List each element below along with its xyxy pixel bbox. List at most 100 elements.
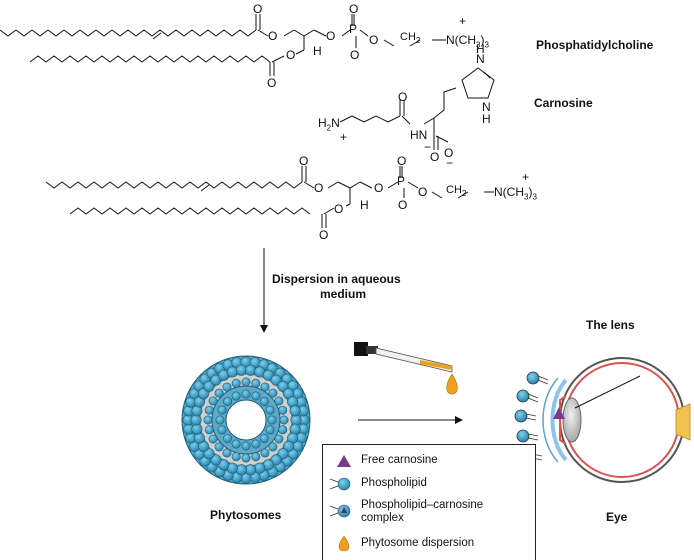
phospholipid-head <box>265 405 275 415</box>
phospholipid-head <box>245 364 257 376</box>
chem-o-mid-6: O <box>418 185 428 199</box>
legend-label-complex-2: complex <box>361 512 404 524</box>
phospholipid-head <box>223 397 233 407</box>
phospholipid-head <box>223 433 233 443</box>
phospholipid-head <box>190 414 202 426</box>
phospholipid-head <box>260 382 270 392</box>
chem-o-mid-2: O <box>314 181 324 195</box>
phospholipid-head <box>274 434 284 444</box>
label-step-line1: Dispersion in aqueous <box>272 272 401 286</box>
phospholipid-head <box>217 405 227 415</box>
phospholipid-head <box>204 425 214 435</box>
phospholipid-icon <box>329 477 351 491</box>
phospholipid-head <box>231 391 241 401</box>
chem-o-mid-1: O <box>299 154 309 168</box>
phospholipid-head <box>268 388 278 398</box>
chem-plus-mid: + <box>522 170 530 184</box>
phospholipid-head <box>245 464 257 476</box>
phospholipid-head <box>241 377 251 387</box>
complex-icon <box>329 504 351 518</box>
phospholipid-head <box>235 364 247 376</box>
chem-nh-imidazole: N <box>482 100 491 114</box>
phospholipid-head <box>277 380 289 392</box>
chem-ch2-upper: CH2 <box>400 31 421 46</box>
chem-h-imidazole: H <box>476 42 485 56</box>
phospholipid-head <box>203 448 215 460</box>
chem-o-mid-5: O <box>398 198 408 212</box>
chem-o-upper-3: O <box>326 29 336 43</box>
phospholipid-head <box>282 440 294 452</box>
phospholipid-head <box>214 388 224 398</box>
chem-plus-upper: + <box>459 14 467 28</box>
chem-o-carnosine-3: O <box>444 146 454 160</box>
phospholipid-head <box>278 425 288 435</box>
chem-minus-carnosine: − <box>424 140 432 154</box>
chem-nme3-mid: N(CH3)3 <box>494 185 537 202</box>
phospholipid-head <box>231 378 241 388</box>
phytosome-vesicle <box>181 355 311 485</box>
phosphatidylcholine-complex-structure <box>45 166 494 228</box>
legend-label-phytosome-dispersion: Phytosome dispersion <box>361 537 475 549</box>
chem-ch2-mid: CH2 <box>446 184 467 199</box>
chem-o-mid-8: O <box>319 228 329 242</box>
phospholipid-head <box>231 439 241 449</box>
triangle-icon <box>337 455 351 467</box>
chem-o-upper-6: O <box>369 33 379 47</box>
legend-label-free-carnosine: Free carnosine <box>361 454 438 466</box>
phospholipid-head <box>191 423 203 435</box>
chem-h2n: H2N <box>318 116 340 133</box>
phospholipid-head <box>265 425 275 435</box>
label-phosphatidylcholine: Phosphatidylcholine <box>536 38 654 52</box>
chem-o-mid-4: O <box>397 154 407 168</box>
phospholipid-head <box>235 464 247 476</box>
chem-o-upper-1: O <box>253 2 263 16</box>
phospholipid-head <box>214 442 224 452</box>
label-eye: Eye <box>606 510 628 524</box>
phospholipid-head <box>289 405 301 417</box>
phospholipid-head <box>203 415 213 425</box>
phospholipid-head <box>251 452 261 462</box>
chem-o-carnosine-2: O <box>430 150 440 164</box>
phospholipid-head <box>203 380 215 392</box>
phospholipid-head <box>241 453 251 463</box>
chem-o-upper-7: O <box>286 48 296 62</box>
chem-p-upper: P <box>349 22 358 36</box>
chem-o-mid-3: O <box>374 181 384 195</box>
chem-o-mid-7: O <box>334 202 344 216</box>
phospholipid-head <box>208 434 218 444</box>
phospholipid-head <box>222 382 232 392</box>
phospholipid-head <box>215 415 225 425</box>
drop-icon <box>338 535 350 552</box>
chem-h-upper: H <box>313 44 322 58</box>
chem-nme3-upper: N(CH3)3 <box>446 33 489 50</box>
legend: Free carnosine Phospholipid Phospholipid… <box>322 444 536 560</box>
phospholipid-head <box>217 425 227 435</box>
phospholipid-head <box>278 405 288 415</box>
phospholipid-head <box>267 415 277 425</box>
chem-minus-carnosine-2: − <box>446 156 454 170</box>
phosphatidylcholine-structure <box>0 14 446 76</box>
phospholipid-head <box>262 369 274 381</box>
chem-o-upper-2: O <box>268 29 278 43</box>
phospholipid-head <box>260 448 270 458</box>
phospholipid-head <box>222 448 232 458</box>
chem-plus-carnosine: + <box>340 130 348 144</box>
chem-o-upper-5: O <box>350 48 360 62</box>
phospholipid-head <box>279 415 289 425</box>
phospholipid-head <box>277 448 289 460</box>
phospholipid-head <box>251 378 261 388</box>
phospholipid-head <box>241 441 251 451</box>
carnosine-structure <box>339 67 495 150</box>
phospholipid-head <box>251 439 261 449</box>
label-the-lens: The lens <box>586 318 635 332</box>
label-carnosine: Carnosine <box>534 96 593 110</box>
phospholipid-head <box>270 454 282 466</box>
chem-o-upper-8: O <box>267 76 277 90</box>
phospholipid-head <box>270 374 282 386</box>
phospholipid-head <box>290 414 302 426</box>
chem-n-imidazole: N <box>476 52 485 66</box>
phospholipid-head <box>259 397 269 407</box>
phospholipid-head <box>241 389 251 399</box>
label-phytosomes: Phytosomes <box>210 508 282 522</box>
